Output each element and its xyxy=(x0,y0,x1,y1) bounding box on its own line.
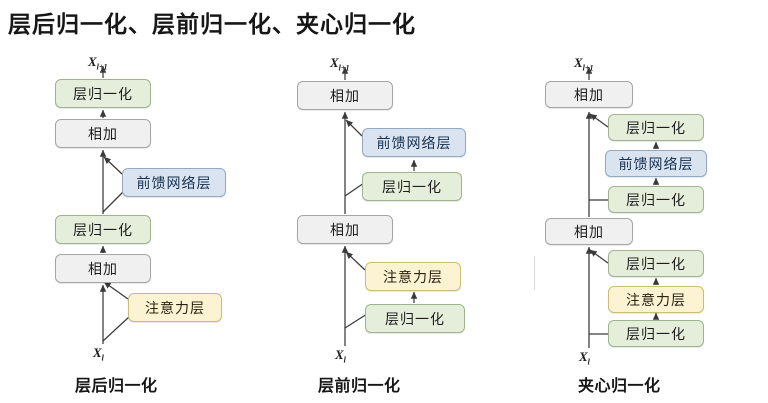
node-layernorm-pre-attn-col3[interactable]: 层归一化 xyxy=(608,320,704,347)
x-output-label-col2: Xl+1 xyxy=(330,55,350,73)
divider-left xyxy=(534,256,535,290)
x-input-label-col2: Xl xyxy=(335,347,346,365)
node-add-lower-col3[interactable]: 相加 xyxy=(545,218,633,245)
node-layernorm-top-col1[interactable]: 层归一化 xyxy=(55,79,151,108)
node-attention-col2[interactable]: 注意力层 xyxy=(365,262,461,291)
node-layernorm-post-ffn-col3[interactable]: 层归一化 xyxy=(608,114,704,141)
x-output-label-col3: Xl+1 xyxy=(574,55,594,73)
node-layernorm-lower-col2[interactable]: 层归一化 xyxy=(365,304,465,333)
caption-col1: 层后归一化 xyxy=(75,378,158,395)
node-layernorm-upper-col2[interactable]: 层归一化 xyxy=(362,172,462,201)
caption-col3: 夹心归一化 xyxy=(578,378,661,395)
node-layernorm-pre-ffn-col3[interactable]: 层归一化 xyxy=(608,186,704,213)
node-attention-col1[interactable]: 注意力层 xyxy=(128,293,222,322)
node-add-lower-col2[interactable]: 相加 xyxy=(297,215,393,244)
node-layernorm-mid-col1[interactable]: 层归一化 xyxy=(55,215,151,244)
x-input-label-col1: Xl xyxy=(93,345,104,363)
x-input-label-col3: Xl xyxy=(579,349,590,367)
node-add-upper-col2[interactable]: 相加 xyxy=(297,81,393,110)
page-title: 层后归一化、层前归一化、夹心归一化 xyxy=(8,12,416,37)
caption-col2: 层前归一化 xyxy=(318,378,401,395)
node-ffn-col3[interactable]: 前馈网络层 xyxy=(605,150,707,177)
node-add-upper-col3[interactable]: 相加 xyxy=(545,81,633,108)
node-ffn-col1[interactable]: 前馈网络层 xyxy=(122,168,226,197)
node-attention-col3[interactable]: 注意力层 xyxy=(608,286,704,313)
node-add-lower-col1[interactable]: 相加 xyxy=(55,254,151,283)
node-layernorm-post-attn-col3[interactable]: 层归一化 xyxy=(608,250,704,277)
node-ffn-col2[interactable]: 前馈网络层 xyxy=(362,128,466,157)
x-output-label-col1: Xl+1 xyxy=(88,54,108,72)
node-add-upper-col1[interactable]: 相加 xyxy=(55,119,151,148)
